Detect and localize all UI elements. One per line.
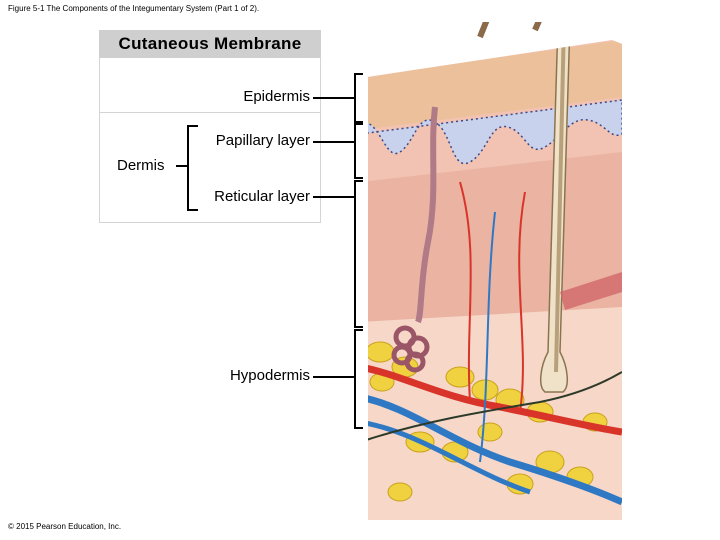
panel-divider [100,112,320,113]
label-hypodermis: Hypodermis [229,367,310,384]
figure-caption: Figure 5-1 The Components of the Integum… [8,4,260,13]
hair-2 [532,22,542,32]
skin-cross-section-illustration [368,22,622,520]
reticular-bracket [354,180,363,328]
venule [479,211,496,463]
label-dermis: Dermis [117,157,165,174]
hypodermis-bracket [354,329,363,429]
nerve [368,371,622,443]
label-papillary-layer: Papillary layer [215,132,310,149]
epidermis-bracket [354,73,363,125]
papillary-bracket [354,121,363,179]
arteriole-2 [518,191,526,413]
vein [368,393,622,506]
hair-shaft [554,40,566,373]
vein-2 [368,419,531,495]
arrector-pili-muscle [560,272,622,310]
dermis-sub-bracket [187,125,198,211]
hair-1 [477,22,490,39]
arteriole [459,181,472,403]
label-epidermis: Epidermis [243,88,310,105]
label-reticular-layer: Reticular layer [214,188,310,205]
sweat-duct [415,106,438,324]
panel-title: Cutaneous Membrane [99,30,321,58]
sweat-gland-coil [391,325,430,373]
label-panel [99,30,321,223]
copyright-notice: © 2015 Pearson Education, Inc. [8,522,122,531]
artery [368,363,622,436]
